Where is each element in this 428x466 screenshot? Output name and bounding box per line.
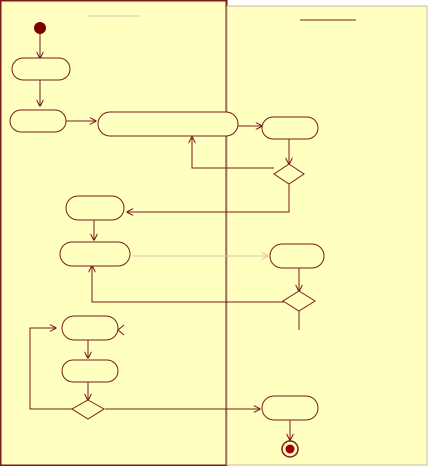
flow-decision1-loop [192,137,274,169]
activity-act-10 [261,395,319,421]
activity-act-9 [61,359,119,383]
decision-3 [71,399,105,420]
activity-nodes [9,57,325,421]
decision-nodes [71,163,316,420]
flow-decision3-loop [29,328,73,410]
activity-act-4 [261,116,319,140]
decision-1 [273,163,305,185]
activity-act-2 [9,109,67,133]
flow-decision1-act5 [127,182,290,212]
activity-act-7 [269,243,325,269]
decision-2 [282,290,316,312]
initial-node [34,22,46,34]
flow-decision2-loop [92,266,284,303]
activity-act-3 [97,111,239,137]
activity-act-1 [11,57,71,81]
final-node [281,440,299,458]
activity-act-6 [59,241,131,267]
activity-act-8 [61,315,119,341]
swimlane-right [226,5,428,466]
activity-act-5 [65,195,125,221]
